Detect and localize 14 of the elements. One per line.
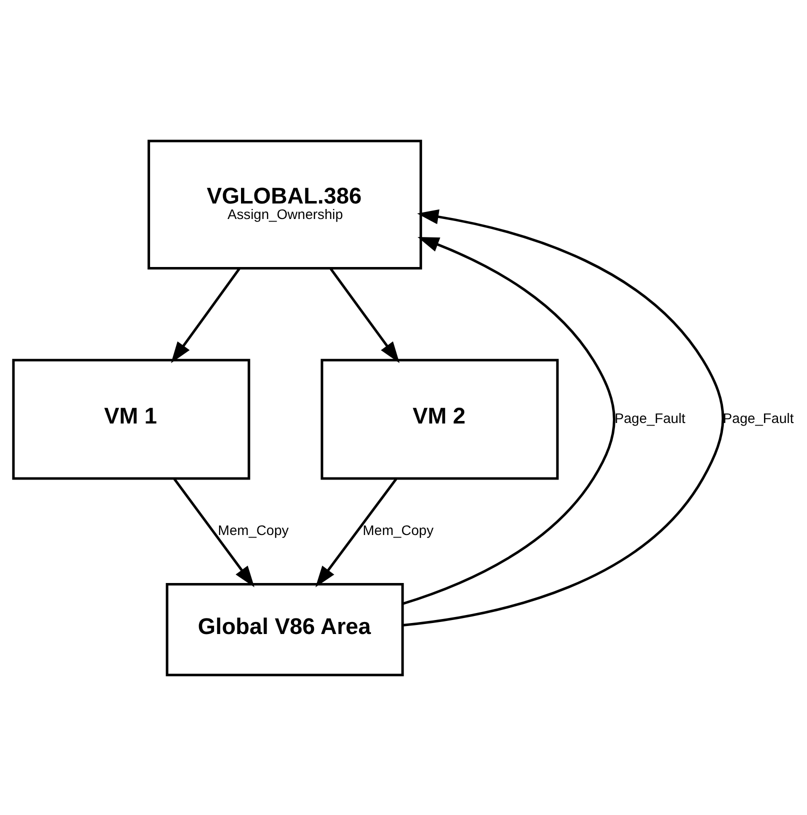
arrow xyxy=(171,267,241,363)
arrow xyxy=(402,208,724,626)
edge-label: Page_Fault xyxy=(722,409,794,426)
arrow xyxy=(173,478,254,587)
edge-label: Mem_Copy xyxy=(362,521,434,538)
node-box: VGLOBAL.386 Assign_Ownership xyxy=(148,139,422,269)
arrow xyxy=(402,236,616,604)
edge-label: Mem_Copy xyxy=(218,521,289,538)
node-box: Global V86 Area xyxy=(166,582,404,676)
node-box: VM 1 xyxy=(12,358,250,480)
edge-label: Page_Fault xyxy=(614,409,686,426)
arrow xyxy=(329,267,400,363)
arrow xyxy=(315,478,398,587)
node-box: VM 2 xyxy=(320,358,559,480)
